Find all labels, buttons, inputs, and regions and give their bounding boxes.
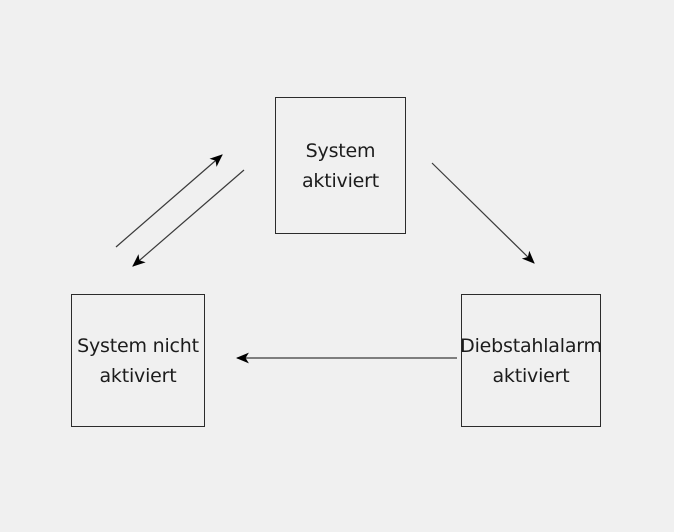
state-box-system-nicht-aktiviert[interactable]: System nicht aktiviert xyxy=(71,294,205,427)
state-label-line2: aktiviert xyxy=(492,364,570,387)
state-label-line1: Diebstahlalarm xyxy=(460,334,602,357)
state-label-system-aktiviert: System aktiviert xyxy=(302,136,379,196)
state-label-diebstahlalarm-aktiviert: Diebstahlalarm aktiviert xyxy=(460,331,602,391)
state-label-line2: aktiviert xyxy=(99,364,177,387)
state-box-diebstahlalarm-aktiviert[interactable]: Diebstahlalarm aktiviert xyxy=(460,294,602,427)
state-label-line2: aktiviert xyxy=(301,169,380,192)
state-box-system-aktiviert[interactable]: System aktiviert xyxy=(275,97,406,234)
state-label-line1: System xyxy=(305,139,376,162)
state-label-system-nicht-aktiviert: System nicht aktiviert xyxy=(77,331,199,391)
state-label-line1: System nicht xyxy=(77,334,199,357)
transition-arrow-nicht-aktiviert-to-aktiviert xyxy=(115,154,223,248)
transition-arrow-aktiviert-to-diebstahlalarm xyxy=(431,162,535,264)
transition-arrow-aktiviert-to-nicht-aktiviert xyxy=(132,169,245,267)
